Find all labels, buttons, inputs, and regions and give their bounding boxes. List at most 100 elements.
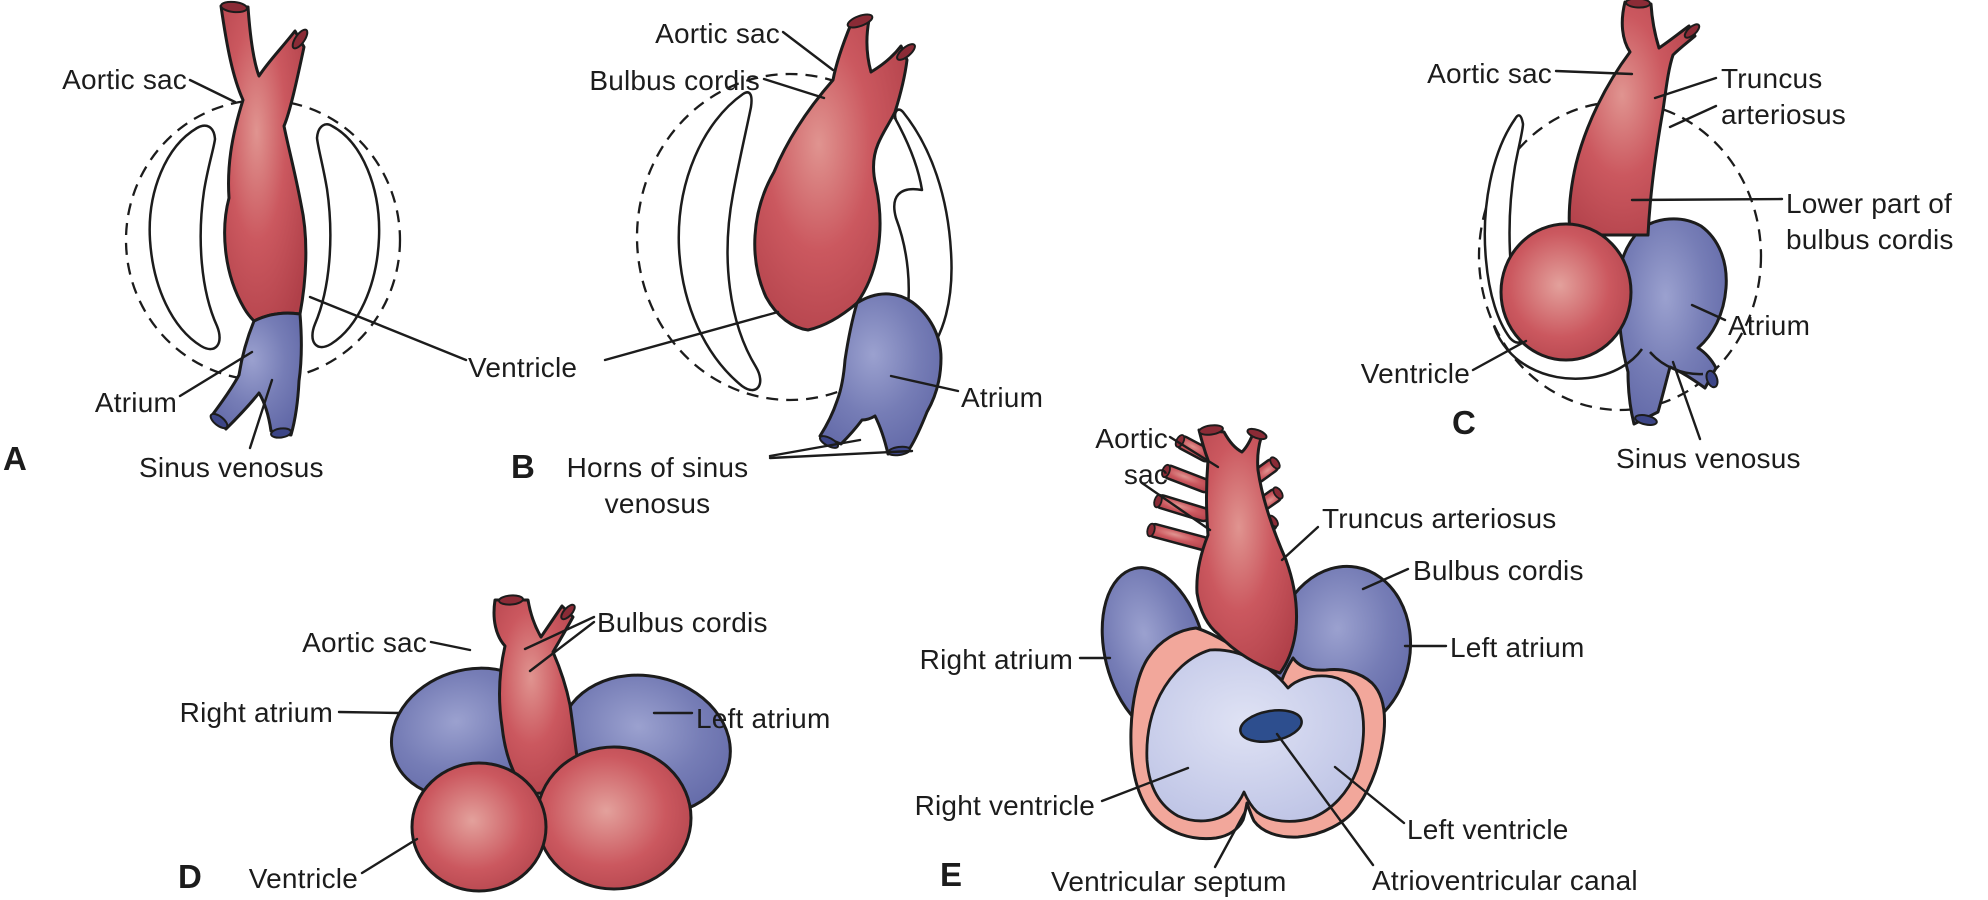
label-c-sinus-venosus: Sinus venosus: [1616, 443, 1801, 474]
label-e-ventricular-septum: Ventricular septum: [1051, 866, 1287, 897]
leader-lines: [178, 30, 1784, 875]
label-d-ventricle: Ventricle: [248, 863, 358, 894]
panel-d-art: [389, 594, 732, 893]
c-atrium-shape: [1616, 217, 1728, 426]
leader-a-atrium: [178, 350, 254, 398]
panel-letter-a: A: [3, 440, 27, 477]
label-b-atrium: Atrium: [961, 382, 1044, 413]
d-ventricle-right-lobe: [535, 745, 693, 891]
a-sinus-horn-tip-left: [209, 412, 229, 430]
label-c-aortic-sac: Aortic sac: [1427, 58, 1552, 89]
d-ventricle-left-lobe: [410, 761, 548, 893]
b-heart-tube: [753, 18, 909, 332]
panel-a-art: [124, 0, 402, 439]
leader-d-bulbus-upper: [523, 615, 596, 651]
leader-c-atrium: [1690, 303, 1727, 322]
label-e-av-canal: Atrioventricular canal: [1372, 865, 1638, 896]
leader-d-right-atrium: [337, 710, 401, 715]
label-c-truncus: Truncus arteriosus: [1721, 63, 1846, 131]
e-aortic-horn-tip-left: [1198, 424, 1224, 436]
a-right-fold: [311, 123, 381, 349]
leader-c-sinus-venosus: [1671, 360, 1702, 441]
label-e-truncus: Truncus arteriosus: [1322, 503, 1557, 534]
leader-ab-ventricle-right: [603, 310, 780, 362]
label-a-sinus-venosus: Sinus venosus: [139, 452, 324, 483]
label-d-left-atrium: Left atrium: [696, 703, 831, 734]
leader-d-ventricle: [360, 837, 419, 875]
leader-d-bulbus-lower: [528, 620, 596, 673]
a-left-fold: [148, 124, 221, 351]
label-d-bulbus-cordis: Bulbus cordis: [597, 607, 768, 638]
panel-letter-b: B: [511, 448, 535, 485]
e-atrioventricular-canal-opening: [1239, 709, 1303, 743]
label-b-horns-sinus-venosus: Horns of sinus venosus: [566, 452, 749, 520]
label-e-right-atrium: Right atrium: [919, 644, 1073, 675]
leader-b-atrium: [889, 374, 960, 393]
leader-b-horns-left: [768, 438, 862, 458]
panel-letter-c: C: [1452, 404, 1476, 441]
label-c-lower-bulbus: Lower part of bulbus cordis: [1786, 188, 1954, 256]
c-heart-tube: [1567, 0, 1697, 237]
label-a-aortic-sac: Aortic sac: [62, 64, 187, 95]
a-sinus-horn-tip-right: [270, 427, 292, 439]
c-ventricle-shape: [1499, 222, 1633, 362]
label-a-atrium: Atrium: [94, 387, 177, 418]
leader-c-truncus-upper: [1653, 76, 1718, 100]
label-ab-ventricle: Ventricle: [468, 352, 578, 383]
leader-e-ventricular-septum: [1213, 808, 1248, 869]
c-pericardium-dashed-circle: [1477, 100, 1763, 412]
label-d-right-atrium: Right atrium: [179, 697, 333, 728]
leader-e-aortic-sac-lower: [1140, 481, 1212, 532]
leader-c-truncus-lower: [1668, 104, 1718, 129]
a-aortic-branch-tip-right: [291, 28, 309, 50]
panel-b-art: [635, 13, 953, 457]
label-c-atrium: Atrium: [1728, 310, 1811, 341]
leader-b-horns-right: [768, 449, 914, 460]
leader-ab-ventricle-left: [308, 295, 468, 362]
panel-letter-d: D: [178, 858, 202, 895]
b-atrium-shape: [818, 292, 943, 456]
c-bottom-fold-right: [1649, 351, 1704, 376]
leader-a-sinus-venosus: [248, 378, 274, 450]
label-c-ventricle: Ventricle: [1360, 358, 1470, 389]
label-b-bulbus-cordis: Bulbus cordis: [589, 65, 760, 96]
leader-c-lower-bulbus: [1630, 197, 1784, 202]
d-aortic-branch-tip-right: [560, 603, 576, 621]
b-aortic-branch-tip-right: [896, 43, 916, 61]
leader-c-aortic-sac: [1554, 69, 1634, 76]
c-aortic-branch-tip-left: [1625, 0, 1651, 9]
leader-e-truncus: [1280, 525, 1320, 562]
panel-c-art: [1477, 0, 1763, 426]
label-e-right-ventricle: Right ventricle: [914, 790, 1095, 821]
label-e-left-ventricle: Left ventricle: [1407, 814, 1569, 845]
d-aortic-branch-tip-left: [498, 594, 524, 606]
label-e-aortic-sac: Aortic sac: [1095, 423, 1168, 491]
panel-letter-e: E: [940, 856, 963, 893]
leader-b-aortic-sac: [781, 30, 835, 72]
a-pericardium-dashed-circle: [124, 98, 402, 382]
c-sinus-horn-tip-down: [1634, 414, 1658, 426]
a-heart-tube: [219, 4, 308, 323]
a-aortic-branch-tip-left: [220, 0, 248, 14]
leader-e-left-ventricle: [1333, 765, 1406, 825]
a-atrium-shape: [211, 311, 303, 437]
label-e-left-atrium: Left atrium: [1450, 632, 1585, 663]
label-d-aortic-sac: Aortic sac: [302, 627, 427, 658]
c-sinus-horn-tip-right: [1705, 369, 1719, 389]
c-aortic-branch-tip-right: [1683, 23, 1701, 39]
label-e-bulbus-cordis: Bulbus cordis: [1413, 555, 1584, 586]
d-bulbus-cordis-tube: [492, 598, 584, 796]
label-b-aortic-sac: Aortic sac: [655, 18, 780, 49]
leader-e-av-canal: [1275, 732, 1375, 867]
e-aortic-horn-tip-right: [1246, 427, 1268, 441]
leader-e-bulbus: [1361, 567, 1410, 591]
b-left-fold: [677, 91, 762, 392]
leader-e-right-ventricle: [1100, 766, 1190, 803]
leader-e-aortic-sac-upper: [1168, 435, 1220, 469]
leader-c-ventricle: [1471, 339, 1528, 372]
leader-a-aortic-sac: [188, 78, 237, 104]
leader-b-bulbus-cordis: [762, 77, 826, 100]
leader-d-aortic-sac: [429, 640, 472, 652]
